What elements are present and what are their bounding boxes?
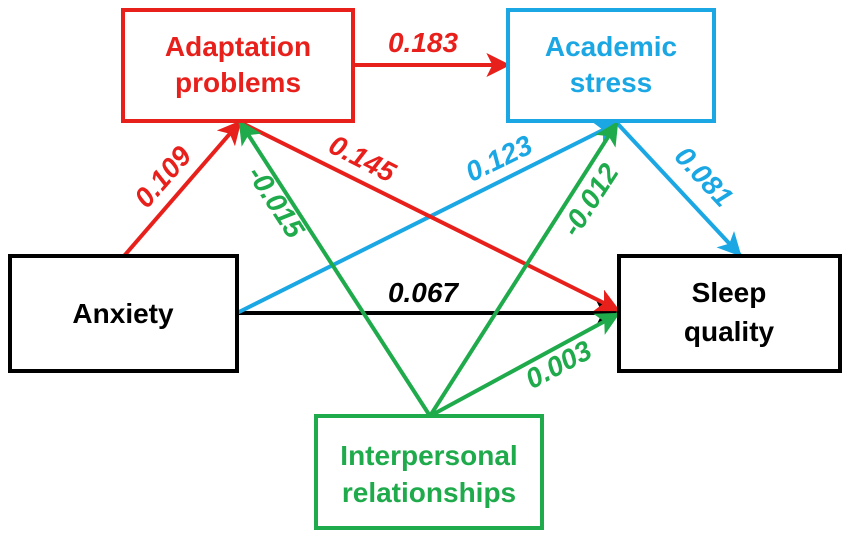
coef-anxiety-to-adaptation: 0.109 — [128, 140, 198, 214]
academic-stress-label-line2: stress — [570, 67, 653, 98]
anxiety-box — [8, 254, 239, 373]
coef-adaptation-to-academic: 0.183 — [388, 27, 458, 58]
arrow-interpersonal-to-academic — [428, 120, 619, 418]
adaptation-problems-label-line2: problems — [175, 67, 301, 98]
coef-anxiety-to-academic: 0.123 — [461, 129, 538, 188]
adaptation-problems-label-line1: Adaptation — [165, 31, 311, 62]
interpersonal-relationships-box — [314, 414, 544, 530]
sleep-quality-box — [617, 254, 842, 373]
sleep-quality-label-line1: Sleep — [692, 277, 767, 308]
arrow-anxiety-to-academic — [236, 121, 620, 315]
academic-stress-label-line1: Academic — [545, 31, 677, 62]
anxiety-label: Anxiety — [72, 298, 174, 329]
arrow-academic-to-sleep — [615, 121, 742, 257]
coef-academic-to-sleep: 0.081 — [669, 140, 739, 212]
interpersonal-relationships-label-line2: relationships — [342, 477, 516, 508]
arrow-adaptation-to-sleep — [239, 120, 621, 312]
coef-anxiety-to-sleep: 0.067 — [388, 277, 459, 308]
academic-stress-box — [506, 8, 716, 123]
sleep-quality-label-line2: quality — [684, 316, 775, 347]
coef-interpersonal-to-adaptation: -0.015 — [241, 160, 310, 244]
adaptation-problems-box — [121, 8, 355, 123]
arrow-interpersonal-to-adaptation — [238, 119, 432, 418]
coef-interpersonal-to-sleep: 0.003 — [520, 334, 597, 394]
coef-adaptation-to-sleep: 0.145 — [324, 129, 401, 189]
arrow-anxiety-to-adaptation — [122, 120, 242, 258]
interpersonal-relationships-label-line1: Interpersonal — [340, 440, 517, 471]
arrow-interpersonal-to-sleep — [429, 312, 621, 418]
